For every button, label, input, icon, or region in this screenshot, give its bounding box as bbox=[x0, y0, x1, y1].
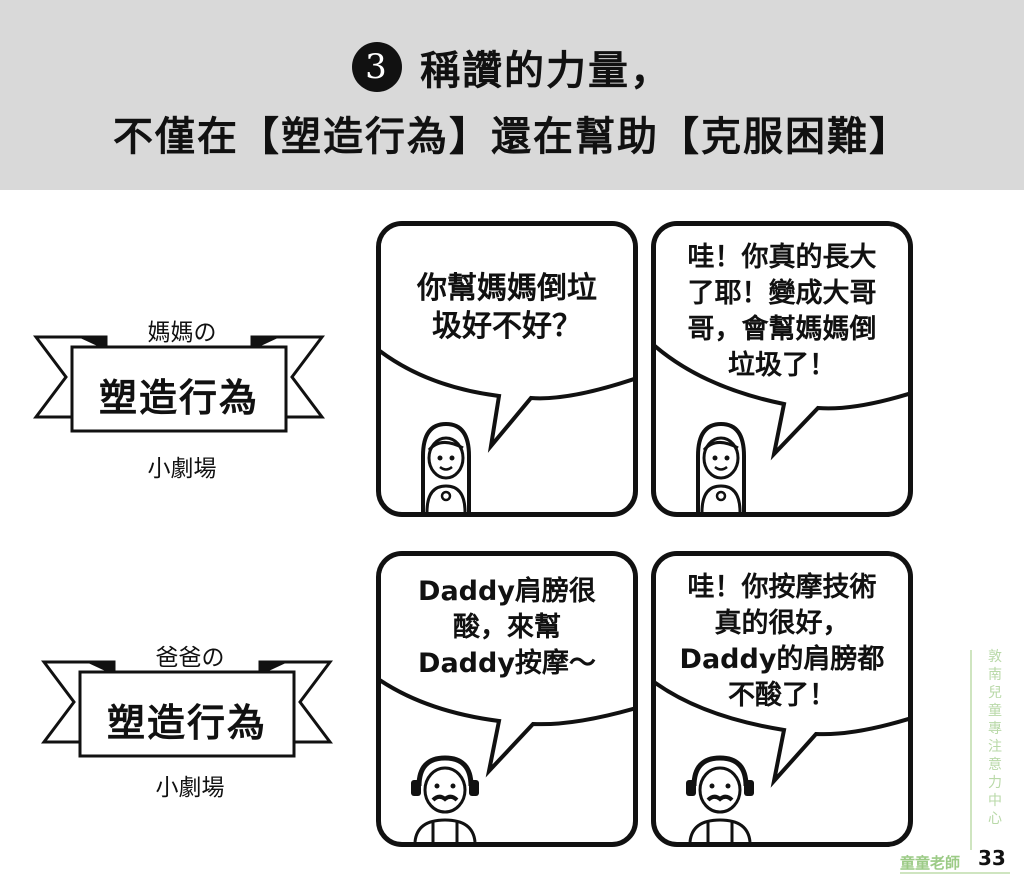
side-divider bbox=[970, 650, 972, 850]
speech-text: 你幫媽媽倒垃 圾好不好？ bbox=[391, 270, 623, 346]
ribbon-main-label: 塑造行為 bbox=[106, 701, 267, 745]
speech-line: 了耶！變成大哥 bbox=[687, 278, 877, 309]
father-icon bbox=[686, 755, 754, 842]
speech-text: Daddy肩膀很 酸，來幫 Daddy按摩～ bbox=[391, 574, 623, 682]
speech-line: 不酸了！ bbox=[728, 680, 836, 711]
ribbon-sublabel: 小劇場 bbox=[155, 775, 225, 801]
title-line-2: 不僅在【塑造行為】還在幫助【克服困難】 bbox=[113, 114, 911, 160]
speech-bubble-icon bbox=[381, 556, 633, 778]
ribbon-label-mother: 媽媽の 塑造行為 小劇場 bbox=[32, 305, 332, 485]
ribbon-banner-icon bbox=[41, 660, 333, 758]
speech-line: 哥，會幫媽媽倒 bbox=[687, 314, 877, 345]
ribbon-label-father: 爸爸の 塑造行為 小劇場 bbox=[40, 634, 340, 814]
mother-icon bbox=[421, 421, 471, 512]
comic-panel: 你幫媽媽倒垃 圾好不好？ bbox=[376, 221, 638, 517]
speech-line: Daddy肩膀很 bbox=[418, 576, 596, 607]
section-number-badge: 3 bbox=[352, 42, 402, 92]
speech-line: 圾好不好？ bbox=[432, 309, 582, 344]
speech-bubble-icon bbox=[656, 556, 908, 788]
ribbon-sublabel: 小劇場 bbox=[147, 456, 217, 482]
speech-text: 哇！你按摩技術 真的很好， Daddy的肩膀都 不酸了！ bbox=[666, 570, 898, 714]
ribbon-banner-icon bbox=[33, 335, 325, 433]
comic-panel: 哇！你按摩技術 真的很好， Daddy的肩膀都 不酸了！ bbox=[651, 551, 913, 847]
speech-line: 哇！你按摩技術 bbox=[687, 572, 877, 603]
speech-line: Daddy的肩膀都 bbox=[679, 644, 885, 675]
speech-line: 真的很好， bbox=[714, 608, 850, 639]
ribbon-main-label: 塑造行為 bbox=[98, 376, 259, 420]
header-band: 3 稱讚的力量， 不僅在【塑造行為】還在幫助【克服困難】 bbox=[0, 0, 1024, 190]
speech-line: 酸，來幫 bbox=[453, 612, 561, 643]
speech-text: 哇！你真的長大 了耶！變成大哥 哥，會幫媽媽倒 垃圾了！ bbox=[666, 240, 898, 384]
speech-bubble-icon bbox=[381, 226, 633, 453]
comic-panel: 哇！你真的長大 了耶！變成大哥 哥，會幫媽媽倒 垃圾了！ bbox=[651, 221, 913, 517]
page-number: 33 bbox=[978, 846, 1006, 870]
organization-watermark: 敦南兒童專注意力中心 bbox=[988, 649, 1002, 827]
ribbon-caption: 爸爸の bbox=[155, 645, 225, 671]
ribbon-caption: 媽媽の bbox=[147, 320, 217, 346]
teacher-label: 童童老師 bbox=[900, 854, 961, 872]
speech-line: Daddy按摩～ bbox=[418, 648, 596, 679]
comic-panel: Daddy肩膀很 酸，來幫 Daddy按摩～ bbox=[376, 551, 638, 847]
father-icon bbox=[411, 755, 479, 842]
speech-line: 垃圾了！ bbox=[728, 350, 836, 381]
mother-icon bbox=[696, 421, 746, 512]
speech-line: 你幫媽媽倒垃 bbox=[417, 271, 597, 306]
speech-bubble-icon bbox=[656, 226, 908, 461]
speech-line: 哇！你真的長大 bbox=[687, 242, 877, 273]
title-text-1: 稱讚的力量， bbox=[420, 48, 672, 94]
footer-divider bbox=[900, 872, 1010, 874]
title-line-1: 3 稱讚的力量， bbox=[0, 38, 1024, 96]
